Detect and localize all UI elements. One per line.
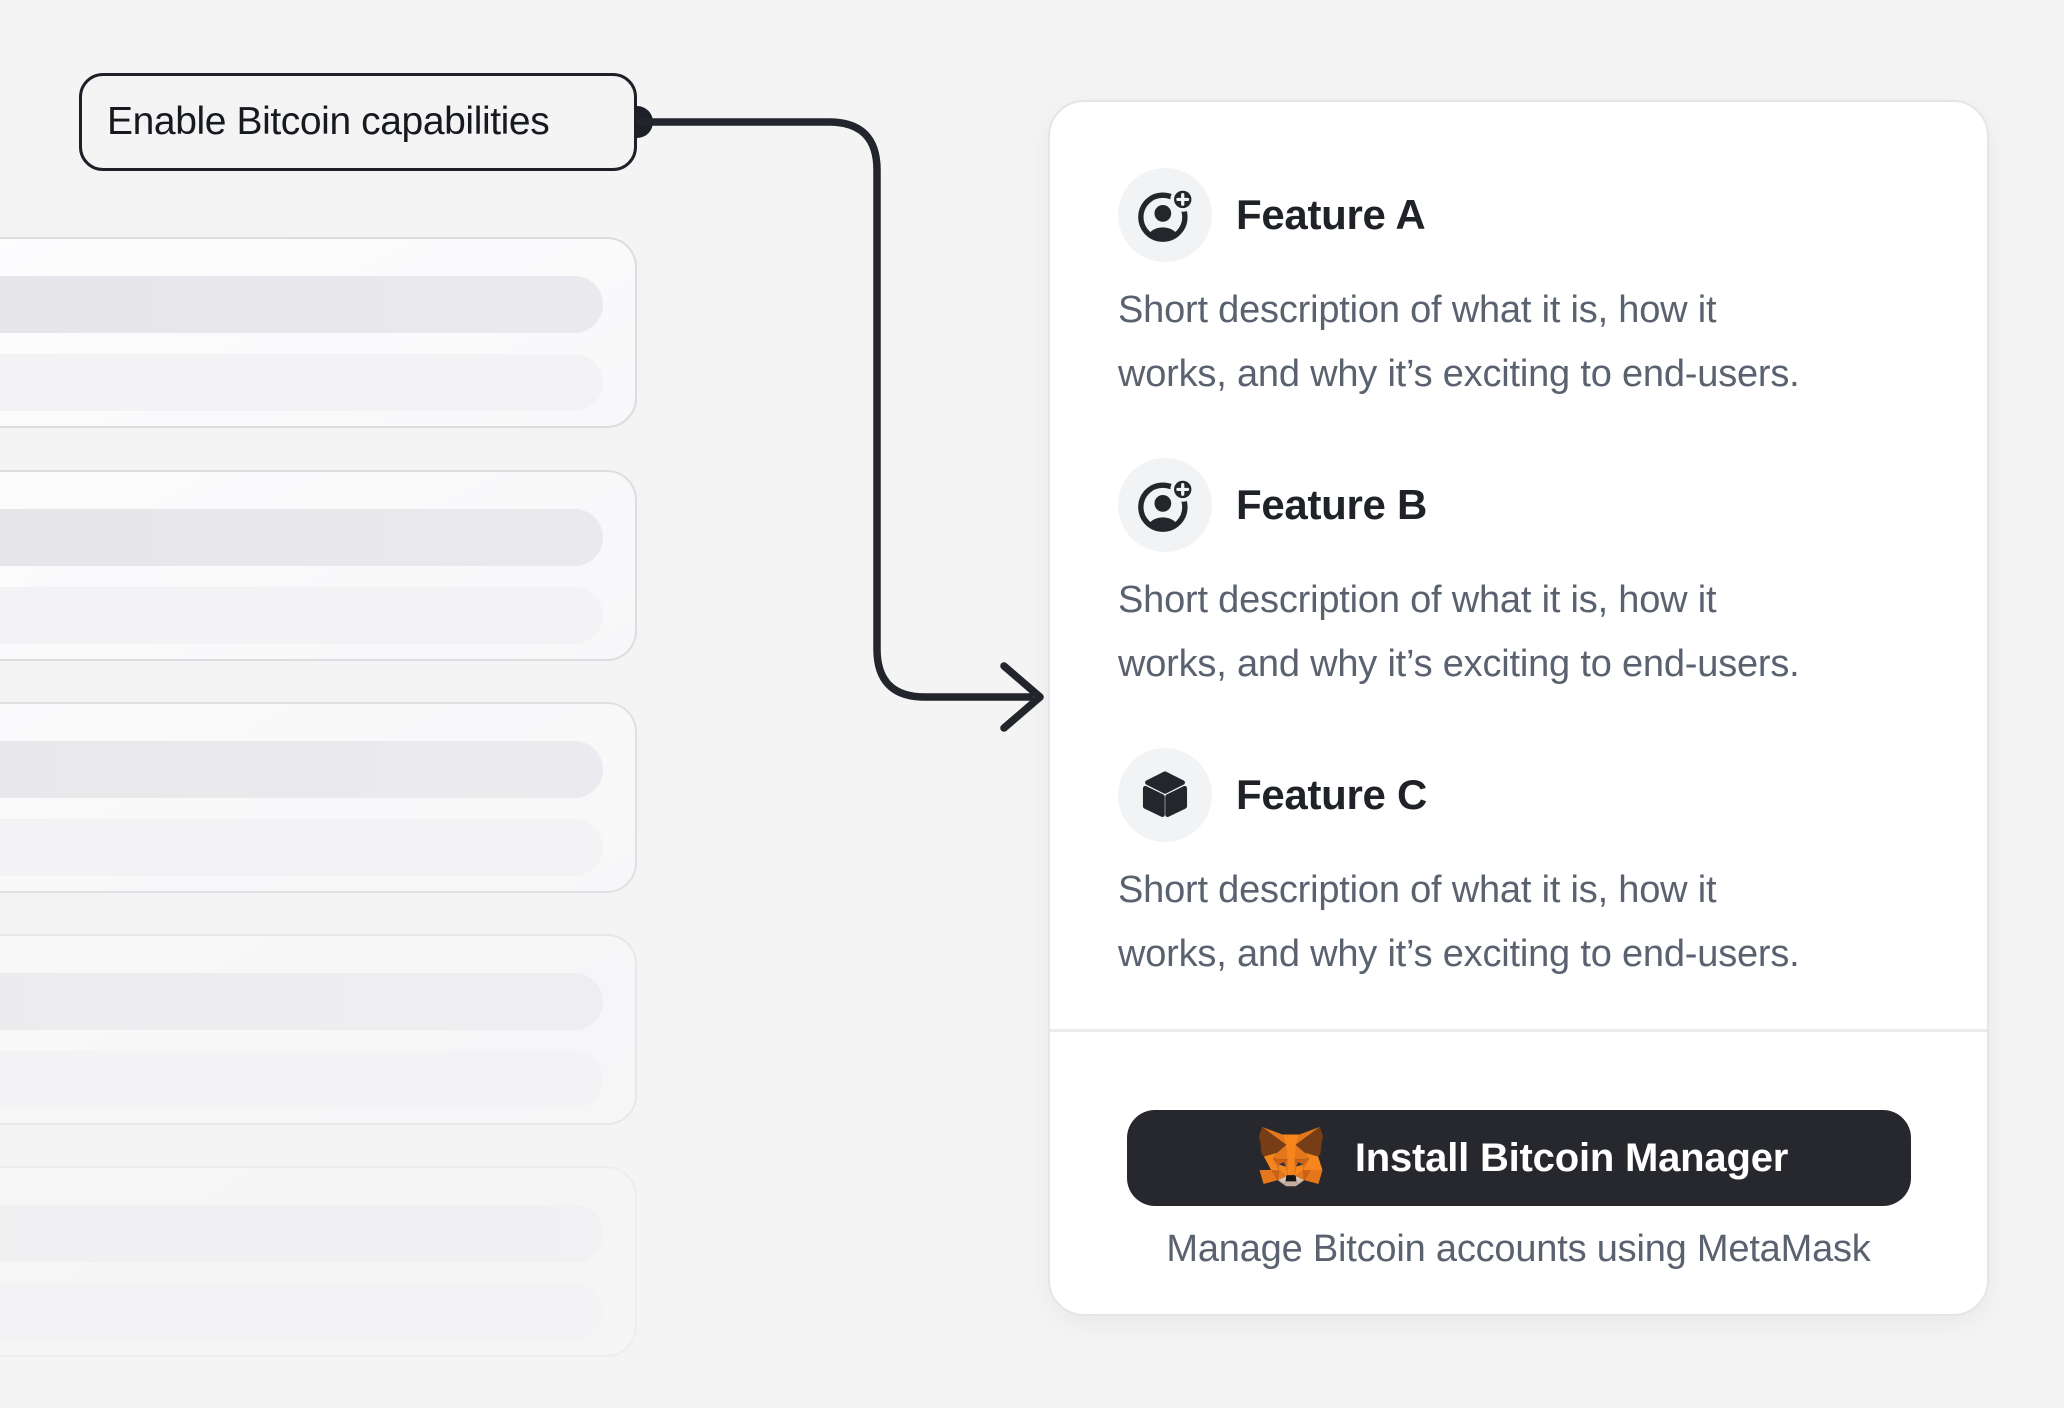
- skeleton-bar: [0, 741, 603, 798]
- install-bitcoin-manager-button[interactable]: Install Bitcoin Manager: [1126, 1110, 1911, 1206]
- skeleton-bar: [0, 587, 603, 644]
- feature-description: Short description of what it is, how it …: [1118, 858, 1927, 986]
- divider: [1050, 1029, 1987, 1032]
- feature-icon-badge: [1118, 168, 1212, 262]
- skeleton-card: [0, 1166, 637, 1357]
- skeleton-card: [0, 934, 637, 1125]
- metamask-caption: Manage Bitcoin accounts using MetaMask: [1166, 1228, 1871, 1270]
- feature-description-line: Short description of what it is, how it: [1118, 289, 1717, 331]
- metamask-fox-icon: [1258, 1126, 1323, 1187]
- panel-footer: Install Bitcoin Manager Manage Bitcoin a…: [1050, 1032, 1987, 1314]
- feature-title: Feature C: [1236, 771, 1428, 818]
- feature-item-a: Feature A Short description of what it i…: [1118, 168, 1927, 406]
- feature-description: Short description of what it is, how it …: [1118, 568, 1927, 696]
- feature-description-line: works, and why it’s exciting to end-user…: [1118, 643, 1800, 685]
- feature-icon-badge: [1118, 458, 1212, 552]
- skeleton-card: [0, 702, 637, 893]
- feature-description: Short description of what it is, how it …: [1118, 278, 1927, 406]
- skeleton-card: [0, 470, 637, 661]
- skeleton-bar: [0, 1051, 603, 1108]
- skeleton-bar: [0, 354, 603, 411]
- feature-header: Feature B: [1118, 458, 1927, 552]
- skeleton-bar: [0, 276, 603, 333]
- annotation-label-text: Enable Bitcoin capabilities: [107, 100, 550, 143]
- skeleton-bar: [0, 973, 603, 1030]
- feature-header: Feature A: [1118, 168, 1927, 262]
- feature-item-c: Feature C Short description of what it i…: [1118, 748, 1927, 986]
- skeleton-bar: [0, 1283, 603, 1340]
- feature-description-line: works, and why it’s exciting to end-user…: [1118, 353, 1800, 395]
- user-plus-icon: [1138, 477, 1194, 532]
- feature-list: Feature A Short description of what it i…: [1050, 102, 1987, 1029]
- install-button-label: Install Bitcoin Manager: [1354, 1135, 1789, 1180]
- feature-title: Feature B: [1236, 481, 1428, 528]
- feature-description-line: Short description of what it is, how it: [1118, 869, 1717, 911]
- arrowhead-icon: [1000, 662, 1044, 732]
- feature-panel: Feature A Short description of what it i…: [1048, 100, 1989, 1316]
- cube-icon: [1142, 771, 1188, 818]
- feature-header: Feature C: [1118, 748, 1927, 842]
- annotation-label: Enable Bitcoin capabilities: [79, 73, 637, 171]
- skeleton-bar: [0, 509, 603, 566]
- skeleton-card: [0, 237, 637, 428]
- feature-description-line: works, and why it’s exciting to end-user…: [1118, 933, 1800, 975]
- feature-icon-badge: [1118, 748, 1212, 842]
- skeleton-list: [0, 0, 720, 1408]
- skeleton-bar: [0, 1205, 603, 1262]
- skeleton-bar: [0, 819, 603, 876]
- feature-title: Feature A: [1236, 191, 1426, 238]
- feature-item-b: Feature B Short description of what it i…: [1118, 458, 1927, 696]
- feature-description-line: Short description of what it is, how it: [1118, 579, 1717, 621]
- user-plus-icon: [1138, 187, 1194, 242]
